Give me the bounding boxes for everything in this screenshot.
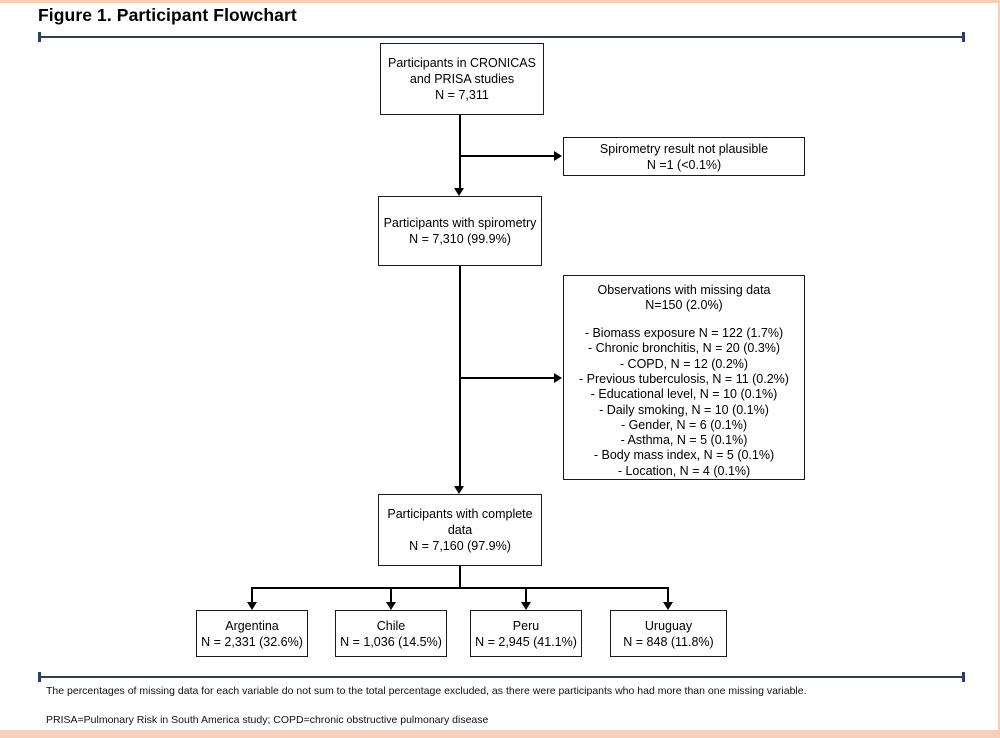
arrowhead-into-excluded-box [554,151,562,161]
box-participants-spirometry-label: Participants with spirometry [383,216,537,230]
missing-data-item: - Chronic bronchitis, N = 20 (0.3%) [587,341,781,356]
box-participants-complete: Participants with complete data N = 7,16… [378,494,542,566]
arrowhead-into-complete-box [454,486,464,494]
box-country-chile: Chile N = 1,036 (14.5%) [335,610,447,657]
missing-data-item: - Previous tuberculosis, N = 11 (0.2%) [579,371,789,386]
country-name: Chile [376,618,406,633]
missing-data-item: - Asthma, N = 5 (0.1%) [620,433,748,448]
missing-data-item: - Body mass index, N = 5 (0.1%) [593,448,775,463]
country-name: Argentina [225,618,279,633]
arrowhead-into-spirometry-box [454,188,464,196]
connector-drop-peru [525,587,527,603]
box-participants-spirometry: Participants with spirometry N = 7,310 (… [378,196,542,266]
connector-drop-argentina [251,587,253,603]
country-n: N = 1,036 (14.5%) [340,634,442,649]
missing-data-item: - Biomass exposure N = 122 (1.7%) [584,326,784,341]
page-border-right [998,0,1000,738]
box-country-peru: Peru N = 2,945 (41.1%) [470,610,582,657]
figure-title: Figure 1. Participant Flowchart [38,5,297,25]
country-name: Peru [512,618,540,633]
arrowhead-into-uruguay-box [663,602,673,610]
connector-branch-spirometry-excluded [459,155,555,157]
box-participants-total: Participants in CRONICAS and PRISA studi… [380,43,544,115]
connector-total-to-spirometry [459,115,461,190]
missing-data-n: N=150 (2.0%) [645,298,723,313]
country-n: N = 2,331 (32.6%) [201,634,303,649]
box-participants-total-n: N = 7,311 [435,88,489,102]
country-n: N = 2,945 (41.1%) [475,634,577,649]
box-participants-complete-label: Participants with complete data [387,507,533,537]
missing-data-item: - Location, N = 4 (0.1%) [617,463,751,478]
country-n: N = 848 (11.8%) [623,634,714,649]
connector-complete-to-split [459,566,461,588]
box-spirometry-excluded: Spirometry result not plausible N =1 (<0… [563,137,805,176]
box-participants-spirometry-n: N = 7,310 (99.9%) [409,232,511,246]
country-name: Uruguay [644,618,693,633]
missing-data-title: Observations with missing data [597,283,771,297]
box-country-uruguay: Uruguay N = 848 (11.8%) [610,610,727,657]
missing-data-item: - COPD, N = 12 (0.2%) [619,356,749,371]
missing-data-item: - Educational level, N = 10 (0.1%) [590,387,778,402]
footnote-missing-data: The percentages of missing data for each… [46,685,807,697]
box-country-argentina: Argentina N = 2,331 (32.6%) [196,610,308,657]
footnote-abbreviations: PRISA=Pulmonary Risk in South America st… [46,714,489,726]
missing-data-item: - Gender, N = 6 (0.1%) [620,417,748,432]
page-border-top [0,0,1000,3]
connector-country-split [251,587,669,589]
box-participants-total-label: Participants in CRONICAS and PRISA studi… [388,56,536,86]
top-rule [38,32,965,42]
box-participants-complete-n: N = 7,160 (97.9%) [409,539,511,553]
connector-drop-chile [390,587,392,603]
page-border-bottom [0,730,1000,738]
arrowhead-into-missing-box [554,373,562,383]
box-spirometry-excluded-label: Spirometry result not plausible [599,141,769,156]
bottom-rule [38,672,965,682]
arrowhead-into-argentina-box [247,602,257,610]
missing-data-item: - Daily smoking, N = 10 (0.1%) [599,402,769,417]
connector-drop-uruguay [667,587,669,603]
arrowhead-into-chile-box [386,602,396,610]
connector-branch-missing-data [459,377,555,379]
box-spirometry-excluded-n: N =1 (<0.1%) [646,157,722,172]
box-missing-data: Observations with missing data N=150 (2.… [563,275,805,480]
arrowhead-into-peru-box [521,602,531,610]
